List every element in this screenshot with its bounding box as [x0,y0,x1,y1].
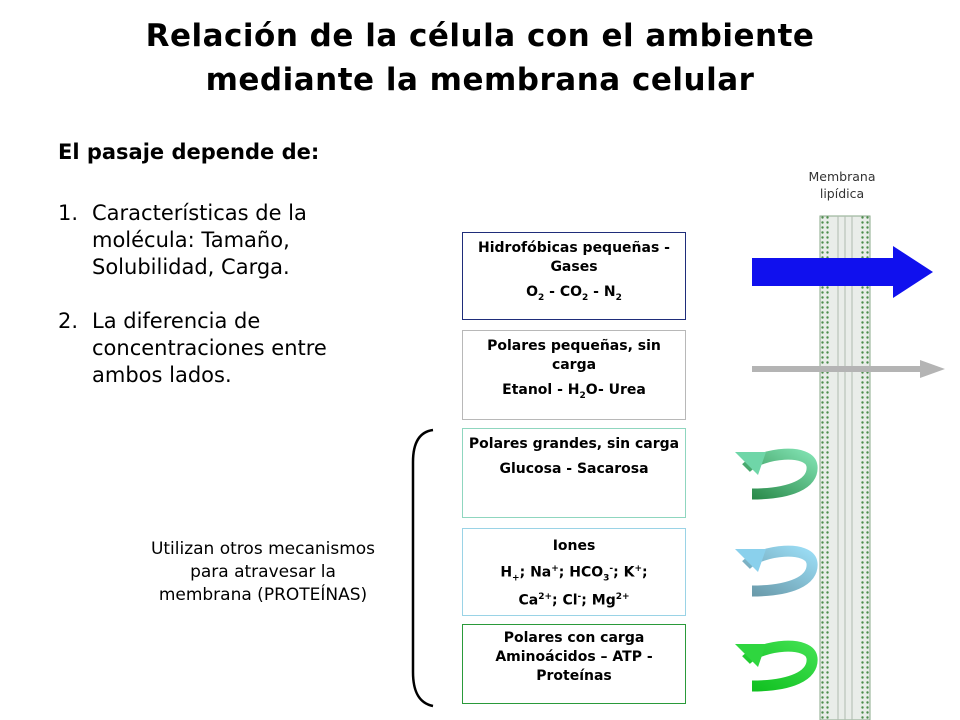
gray-passing-arrow-icon [752,360,945,378]
lipid-membrane [819,215,871,720]
note-line-1: Utilizan otros mecanismos [150,539,376,559]
proteins-note: Utilizan otros mecanismos para atravesar… [140,538,386,607]
polar-small-examples: Etanol - H2O- Urea [502,382,646,401]
ions-title: Iones [552,538,596,554]
membrane-label: Membrana lipídica [800,168,884,202]
polar-large-box: Polares grandes, sin carga Glucosa - Sac… [462,428,686,518]
hydrophobic-examples: O2 - CO2 - N2 [526,284,622,303]
ions-box: Iones H+; Na+; HCO3-; K+;Ca2+; Cl-; Mg2+ [462,528,686,616]
title-line-1: Relación de la célula con el ambiente [145,18,815,54]
polar-large-examples: Glucosa - Sacarosa [499,461,649,477]
charged-box: Polares con carga Aminoácidos – ATP - Pr… [462,624,686,704]
list-item: 1. Características de la molécula: Tamañ… [58,200,378,281]
charged-examples: Aminoácidos – ATP - Proteínas [495,649,653,684]
bright-green-blocked-arrow-icon [735,640,818,692]
hydrophobic-box: Hidrofóbicas pequeñas - Gases O2 - CO2 -… [462,232,686,320]
membrane-label-line-1: Membrana [808,169,876,184]
green-blocked-arrow-icon [735,448,818,500]
list-number: 2. [58,309,79,333]
lightblue-blocked-arrow-icon [735,545,818,597]
hydrophobic-title: Hidrofóbicas pequeñas - Gases [478,240,670,275]
list-text: Características de la molécula: Tamaño, … [92,201,307,279]
blue-passing-arrow-icon [752,246,933,298]
ions-examples: H+; Na+; HCO3-; K+;Ca2+; Cl-; Mg2+ [500,564,648,610]
list-number: 1. [58,201,79,225]
list-item: 2. La diferencia de concentraciones entr… [58,308,378,389]
subheading: El pasaje depende de: [58,140,320,164]
title-line-2: mediante la membrana celular [205,62,755,98]
charged-title: Polares con carga [503,630,645,646]
bracket [411,428,434,708]
list-text: La diferencia de concentraciones entre a… [92,309,327,387]
membrane-label-line-2: lipídica [819,186,865,201]
page-title: Relación de la célula con el ambiente me… [60,14,900,102]
note-line-2: para atravesar la [190,562,336,582]
criteria-list: 1. Características de la molécula: Tamañ… [58,200,378,416]
note-line-3: membrana (PROTEÍNAS) [158,585,368,605]
polar-large-title: Polares grandes, sin carga [468,436,680,452]
polar-small-box: Polares pequeñas, sin carga Etanol - H2O… [462,330,686,420]
polar-small-title: Polares pequeñas, sin carga [487,338,661,373]
